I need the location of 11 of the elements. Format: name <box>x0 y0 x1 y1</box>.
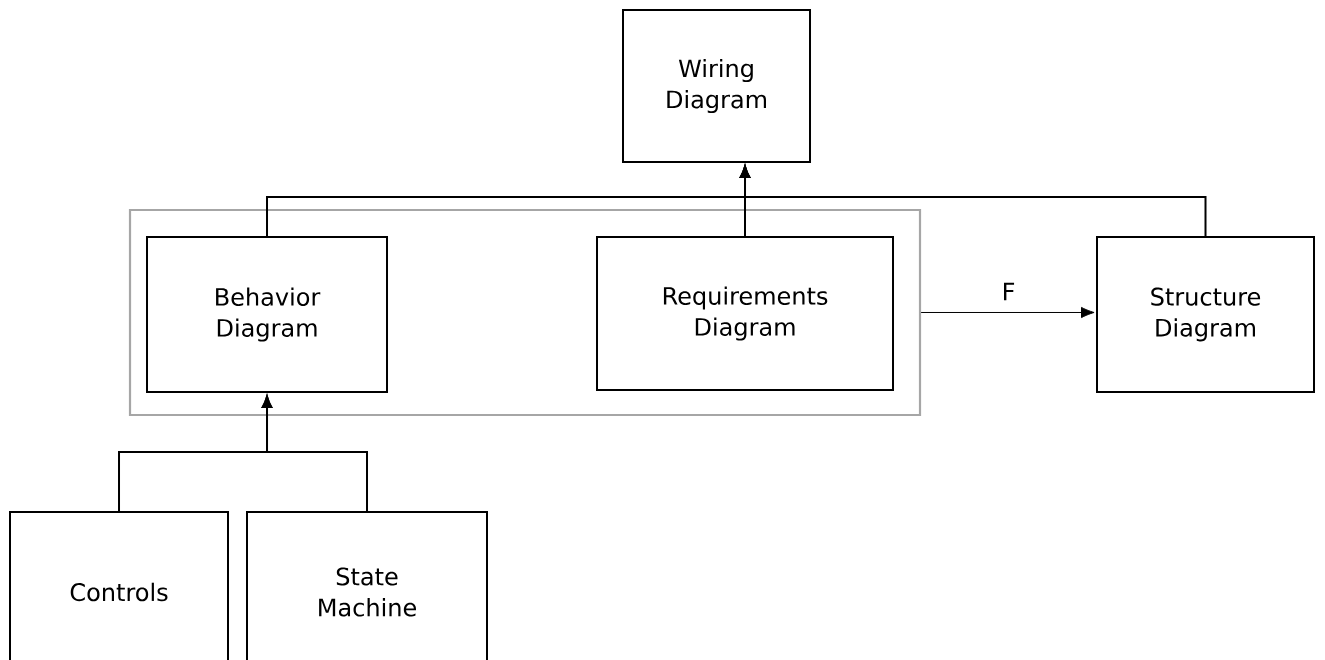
diagram-box: Wiring Diagram <box>622 9 811 163</box>
arrow <box>739 165 1207 237</box>
arrow <box>261 395 368 512</box>
group-frame <box>128 208 922 417</box>
diagram-box: Behavior Diagram <box>146 236 388 393</box>
diagram-box: Controls <box>9 511 229 660</box>
diagram-box: Structure Diagram <box>1096 236 1315 393</box>
diagram-box: State Machine <box>246 511 488 660</box>
arrow <box>920 306 1095 319</box>
diagram-box: Requirements Diagram <box>596 236 894 391</box>
edge-label: F <box>1004 282 1015 301</box>
